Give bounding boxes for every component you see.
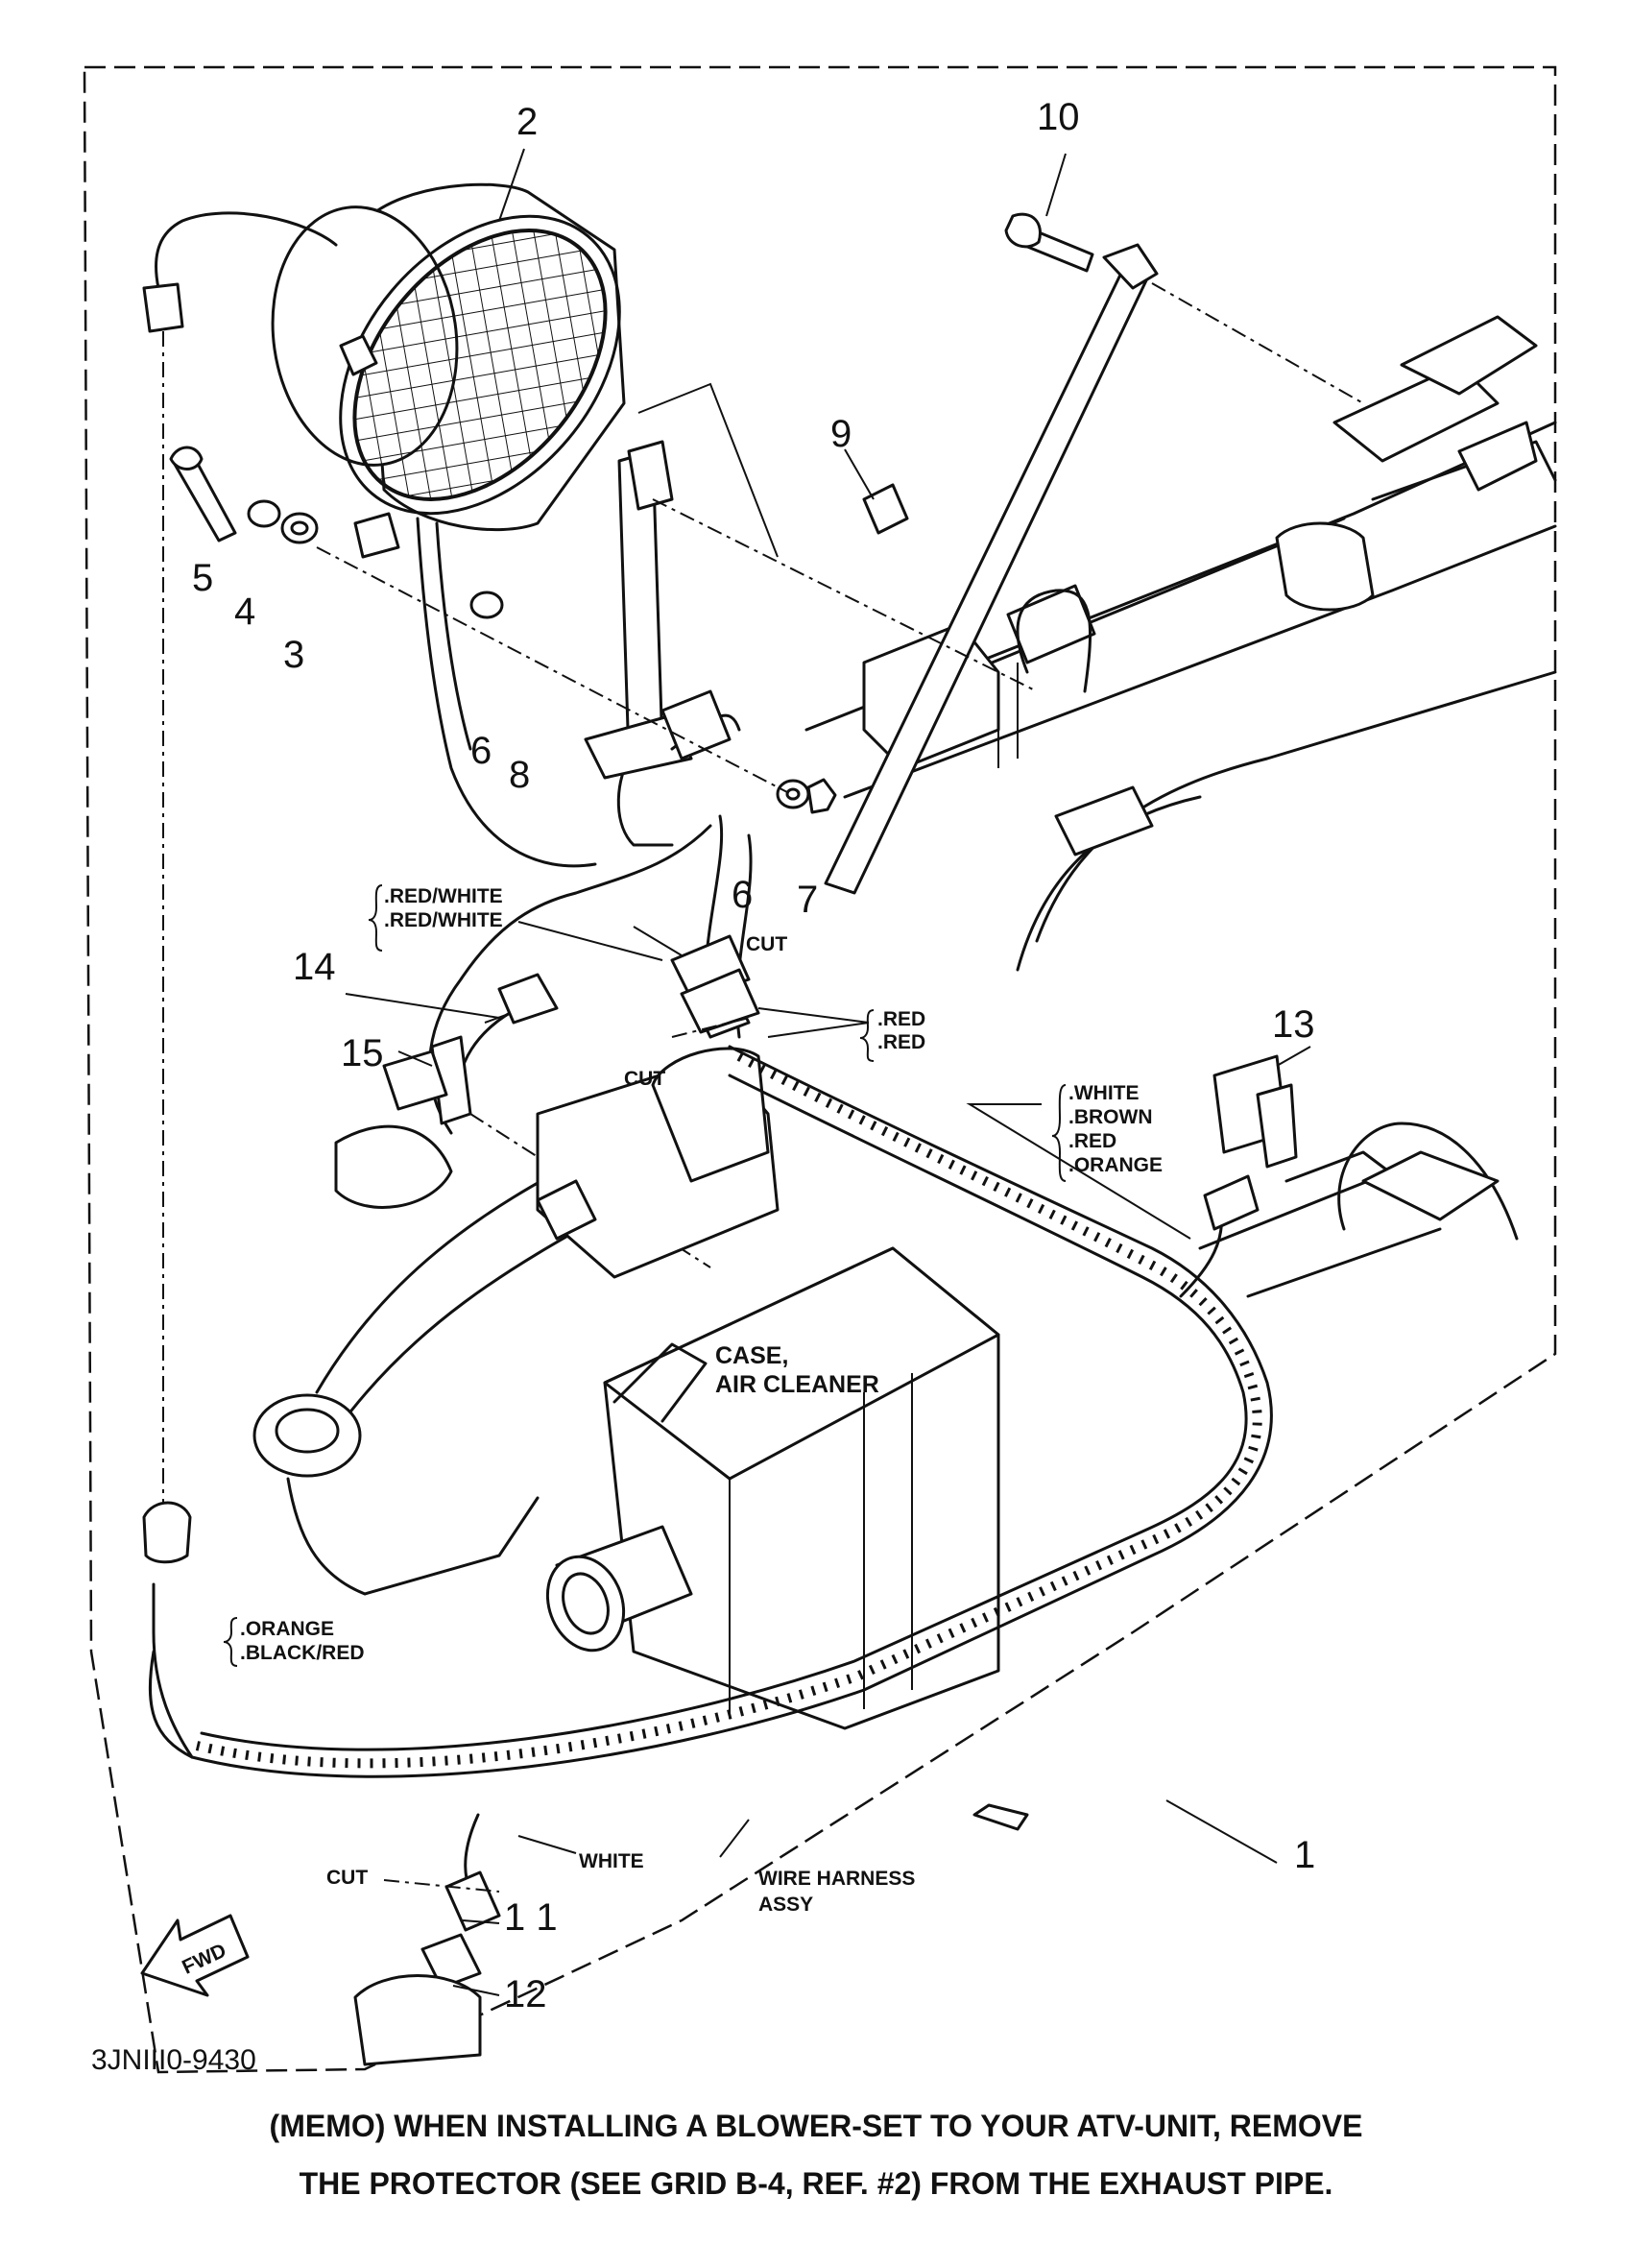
work-light-part-2 [142, 182, 626, 868]
switch-connectors [353, 824, 1298, 2066]
callout-4: 4 [234, 591, 255, 633]
callout-2: 2 [516, 101, 538, 143]
callout-6b: 6 [732, 874, 753, 916]
drawing-code: 3JNIII0-9430 [91, 2044, 256, 2076]
air-cleaner-assembly [252, 1047, 1000, 1730]
wire-label-brown: .BROWN [1068, 1106, 1153, 1128]
brackets-8-9-10 [584, 212, 1159, 895]
memo-line-1: (MEMO) WHEN INSTALLING A BLOWER-SET TO Y… [270, 2109, 1363, 2143]
wire-label-white: .WHITE [1068, 1082, 1140, 1104]
wire-label-white-plain: WHITE [579, 1850, 644, 1872]
callout-lines [345, 148, 1311, 1996]
memo-line-2: THE PROTECTOR (SEE GRID B-4, REF. #2) FR… [300, 2166, 1333, 2201]
callout-12: 12 [504, 1973, 547, 2015]
callout-numbers: 2 10 9 5 4 3 6 8 6 7 14 15 13 1 1 1 12 [192, 96, 1315, 2015]
callout-10: 10 [1037, 96, 1080, 138]
wire-color-labels: .RED/WHITE .RED/WHITE .RED .RED .WHITE .… [240, 885, 1163, 1872]
cut-label-top: CUT [746, 933, 787, 955]
callout-6a: 6 [470, 730, 492, 772]
callout-9: 9 [830, 413, 852, 455]
wire-harness-label-line2: ASSY [758, 1894, 813, 1916]
washers-nut-6-7 [469, 591, 837, 814]
frame-chassis [804, 315, 1557, 1298]
component-labels: CASE, AIR CLEANER WIRE HARNESS ASSY [715, 1342, 915, 1916]
callout-1: 1 [1294, 1834, 1315, 1876]
cut-label-mid: CUT [624, 1068, 665, 1090]
dashed-boundary [83, 65, 1557, 2074]
cut-marks [383, 1017, 750, 1893]
wire-label-black-red: .BLACK/RED [240, 1642, 365, 1664]
callout-7: 7 [797, 879, 818, 921]
wire-label-red-1: .RED [877, 1008, 925, 1030]
wire-harness-label-line1: WIRE HARNESS [758, 1868, 915, 1890]
air-cleaner-label-line2: AIR CLEANER [715, 1371, 879, 1398]
callout-3: 3 [283, 634, 304, 676]
callout-8: 8 [509, 754, 530, 796]
wire-label-red-3: .RED [1068, 1130, 1116, 1152]
callout-13: 13 [1272, 1003, 1315, 1046]
wire-label-red-white-2: .RED/WHITE [384, 909, 503, 931]
air-cleaner-label-line1: CASE, [715, 1342, 788, 1369]
callout-5: 5 [192, 557, 213, 599]
label-braces [223, 884, 1067, 1667]
callout-11: 1 1 [504, 1896, 558, 1939]
wire-label-orange-2: .ORANGE [240, 1618, 334, 1640]
mounting-hardware-3-4-5 [169, 446, 319, 544]
wire-label-red-white-1: .RED/WHITE [384, 885, 503, 907]
callout-15: 15 [341, 1032, 384, 1074]
cut-labels: CUT CUT CUT [326, 933, 787, 1889]
wire-label-red-2: .RED [877, 1031, 925, 1053]
fwd-arrow: FWD [140, 1914, 250, 1997]
cut-label-bottom: CUT [326, 1867, 368, 1889]
callout-14: 14 [293, 946, 336, 988]
wire-label-orange: .ORANGE [1068, 1154, 1163, 1176]
